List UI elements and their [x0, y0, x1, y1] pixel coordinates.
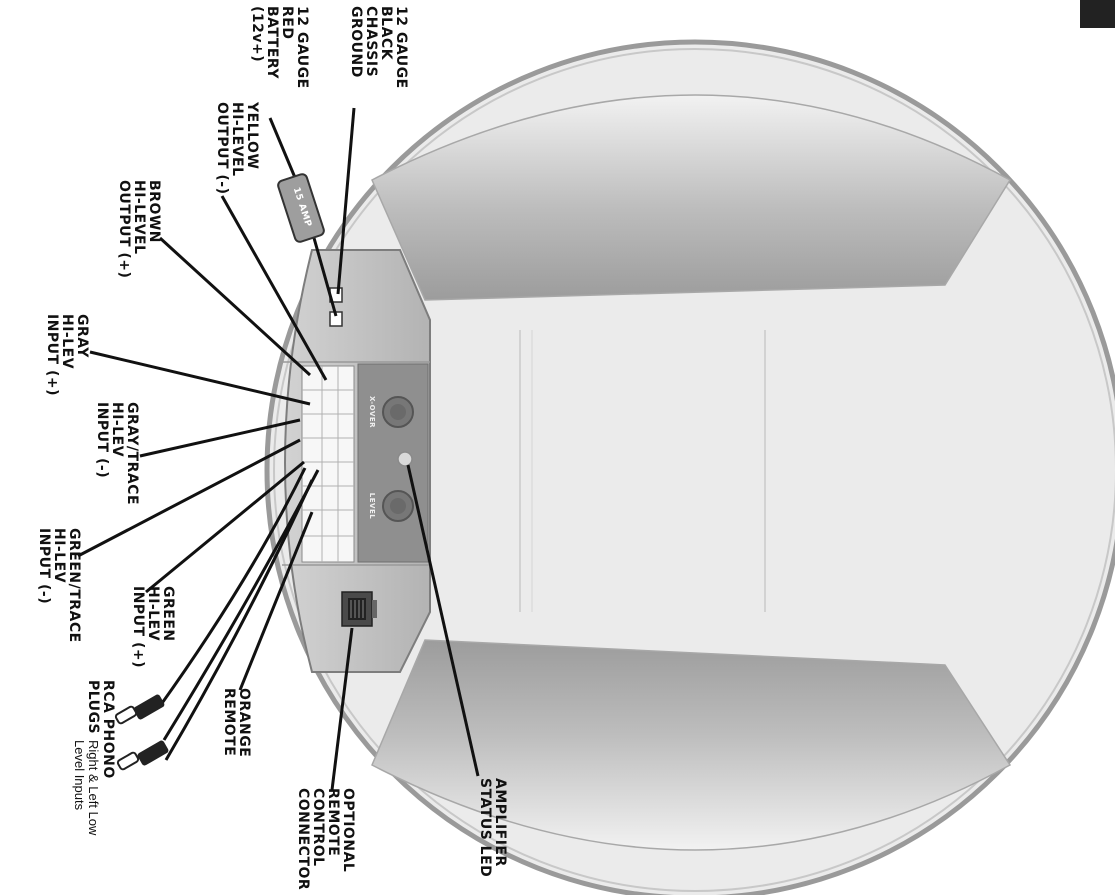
svg-text:Level Inputs: Level Inputs: [72, 740, 87, 811]
svg-text:GREEN: GREEN: [160, 586, 176, 642]
svg-text:RCA PHONO: RCA PHONO: [100, 680, 116, 779]
svg-text:REMOTE: REMOTE: [221, 688, 237, 756]
ground-label: 12 GAUGE BLACK CHASSIS GROUND: [348, 6, 409, 89]
control-strip: [357, 363, 429, 563]
svg-text:(12v+): (12v+): [249, 6, 265, 62]
svg-text:HI-LEV: HI-LEV: [145, 586, 161, 641]
green-label: GREEN HI-LEV INPUT (+): [130, 586, 176, 668]
bottom-scoop: [371, 639, 1012, 851]
green-trace-label: GREEN/TRACE HI-LEV INPUT (-): [36, 528, 82, 643]
svg-text:INPUT (+): INPUT (+): [130, 586, 146, 668]
yellow-label: YELLOW HI-LEVEL OUTPUT (-): [214, 101, 260, 194]
svg-text:REMOTE: REMOTE: [325, 788, 341, 856]
svg-text:OUTPUT (+): OUTPUT (+): [116, 180, 132, 278]
brown-label: BROWN HI-LEVEL OUTPUT (+): [116, 180, 162, 278]
svg-text:BROWN: BROWN: [146, 180, 162, 243]
svg-text:CHASSIS: CHASSIS: [363, 6, 379, 77]
svg-text:HI-LEV: HI-LEV: [51, 528, 67, 583]
svg-text:AMPLIFIER: AMPLIFIER: [492, 778, 508, 867]
top-scoop: [371, 94, 1012, 301]
svg-text:INPUT (+): INPUT (+): [44, 314, 60, 396]
svg-text:GRAY: GRAY: [74, 314, 90, 358]
svg-text:INPUT (-): INPUT (-): [94, 402, 110, 478]
svg-text:12 GAUGE: 12 GAUGE: [393, 6, 409, 89]
svg-text:OPTIONAL: OPTIONAL: [340, 788, 356, 872]
orange-label: ORANGE REMOTE: [221, 688, 252, 757]
svg-text:BATTERY: BATTERY: [264, 6, 280, 79]
svg-text:ORANGE: ORANGE: [236, 688, 252, 757]
svg-text:INPUT (-): INPUT (-): [36, 528, 52, 604]
rca-label: RCA PHONO PLUGS Right & Left Low Level I…: [72, 680, 116, 836]
svg-text:HI-LEV: HI-LEV: [109, 402, 125, 457]
svg-text:HI-LEVEL: HI-LEVEL: [131, 180, 147, 255]
level-label: LEVEL: [368, 493, 376, 519]
svg-text:CONTROL: CONTROL: [310, 788, 326, 867]
leader-lines: [77, 107, 480, 791]
svg-text:GRAY/TRACE: GRAY/TRACE: [124, 402, 140, 505]
remote-connector-label: OPTIONAL REMOTE CONTROL CONNECTOR: [295, 788, 356, 890]
svg-text:STATUS LED: STATUS LED: [477, 778, 493, 877]
gray-label: GRAY HI-LEV INPUT (+): [44, 314, 90, 396]
svg-text:PLUGS: PLUGS: [85, 680, 101, 734]
svg-text:HI-LEVEL: HI-LEVEL: [229, 102, 245, 177]
svg-text:12 GAUGE: 12 GAUGE: [294, 6, 310, 89]
fuse: 15 AMP: [277, 173, 325, 243]
svg-text:RED: RED: [279, 6, 295, 39]
status-led: [397, 451, 413, 467]
rca-plug-right: [114, 694, 165, 725]
gray-trace-label: GRAY/TRACE HI-LEV INPUT (-): [94, 402, 140, 505]
svg-text:GREEN/TRACE: GREEN/TRACE: [66, 528, 82, 643]
svg-text:YELLOW: YELLOW: [244, 101, 260, 169]
rca-plug-left: [116, 740, 169, 771]
svg-text:CONNECTOR: CONNECTOR: [295, 788, 311, 890]
status-led-label: AMPLIFIER STATUS LED: [477, 778, 508, 877]
remote-control-connector: [341, 591, 377, 627]
terminal-block: [301, 365, 355, 563]
battery-label: 12 GAUGE RED BATTERY (12v+): [249, 6, 310, 89]
svg-text:Right & Left Low: Right & Left Low: [86, 740, 101, 836]
svg-text:OUTPUT (-): OUTPUT (-): [214, 102, 230, 194]
svg-text:HI-LEV: HI-LEV: [59, 314, 75, 369]
corner-tab: [1080, 0, 1115, 28]
xover-label: X-OVER: [368, 396, 376, 428]
svg-text:GROUND: GROUND: [348, 6, 364, 78]
svg-text:BLACK: BLACK: [378, 6, 394, 61]
